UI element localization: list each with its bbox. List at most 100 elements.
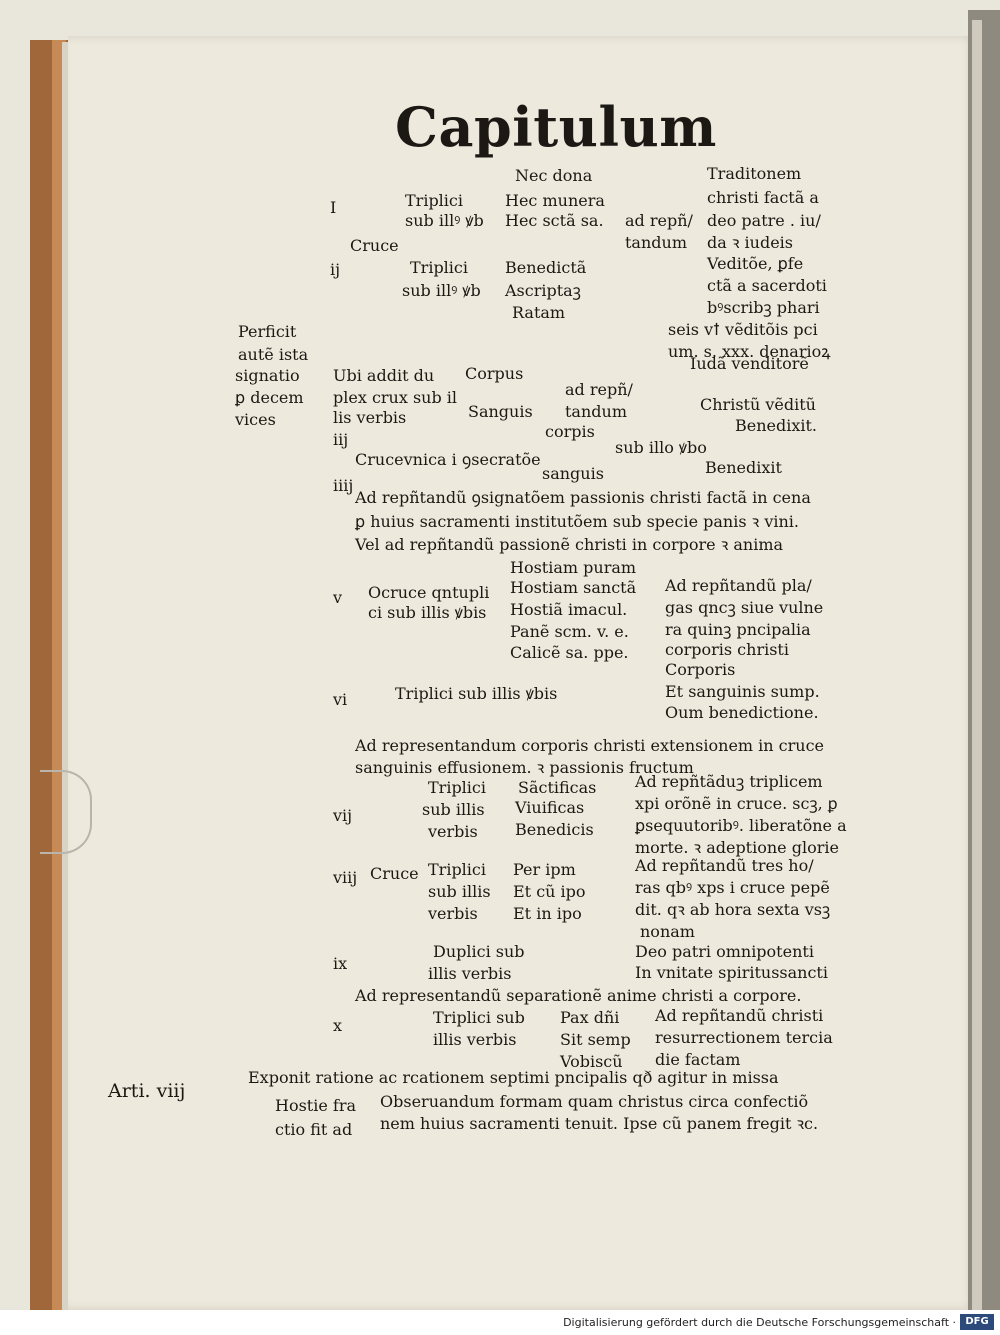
text-line: tandum <box>625 233 687 252</box>
text-line: ꝑsequutoribꝰ. liberatõne a <box>635 816 847 835</box>
text-line: ix <box>333 954 348 973</box>
text-line: nonam <box>640 922 695 941</box>
text-line: ꝑ decem <box>235 388 304 407</box>
text-line: ad repñ/ <box>625 211 693 230</box>
text-line: da ꝛ iudeis <box>707 233 793 252</box>
text-line: ꝑ huius sacramenti institutõem sub speci… <box>355 512 799 531</box>
text-line: Oum benedictione. <box>665 703 819 722</box>
text-line: Deo patri omnipotenti <box>635 942 814 961</box>
text-line: illis verbis <box>428 964 512 983</box>
text-line: Corporis <box>665 660 736 679</box>
text-line: Ocruce qntupli <box>368 583 490 602</box>
text-line: sub illis <box>422 800 485 819</box>
dfg-logo[interactable]: DFG <box>960 1314 994 1330</box>
text-line: plex crux sub il <box>333 388 458 407</box>
text-line: Sit semp <box>560 1030 631 1049</box>
text-line: vij <box>333 806 353 825</box>
text-line: Panẽ scm. v. e. <box>510 622 629 641</box>
text-line: Triplici <box>428 778 486 797</box>
text-line: Traditonem <box>707 164 802 183</box>
text-line: Pax dñi <box>560 1008 620 1027</box>
text-line: Hostie fra <box>275 1096 357 1115</box>
text-line: Et in ipo <box>513 904 582 923</box>
text-line: ad repñ/ <box>565 380 633 399</box>
text-line: deo patre . iu/ <box>707 211 821 230</box>
text-line: ras qbꝰ xps i cruce pepẽ <box>635 878 830 897</box>
text-line: sub illꝰ ꝟb <box>405 211 484 230</box>
text-line: Hostiam sanctã <box>510 578 637 597</box>
text-line: vices <box>235 410 276 429</box>
text-line: Obseruandum formam quam christus circa c… <box>380 1092 809 1111</box>
text-line: Hec munera <box>505 191 605 210</box>
text-line: Vobiscũ <box>560 1052 623 1071</box>
text-line: Ubi addit du <box>333 366 435 385</box>
text-line: Benedixit <box>705 458 782 477</box>
text-line: Ad repñtãduꝫ triplicem <box>635 772 823 791</box>
text-line: ci sub illis ꝟbis <box>368 603 487 622</box>
text-line: iiij <box>333 476 354 495</box>
text-line: tandum <box>565 402 627 421</box>
text-line: Hostiam puram <box>510 558 637 577</box>
text-line: Benedictã <box>505 258 587 277</box>
text-line: Nec dona <box>515 166 593 185</box>
text-line: I <box>330 198 337 217</box>
text-line: ctio fit ad <box>275 1120 353 1139</box>
text-line: Hostiã imacul. <box>510 600 628 619</box>
text-line: resurrectionem tercia <box>655 1028 833 1047</box>
text-line: Benedixit. <box>735 416 818 435</box>
text-line: Ad repñtandũ tres ho/ <box>635 856 814 875</box>
text-line: sanguinis effusionem. ꝛ passionis fructu… <box>355 758 694 777</box>
text-line: corpis <box>545 422 595 441</box>
text-line: lis verbis <box>333 408 407 427</box>
text-line: Exponit ratione ac rcationem septimi pnc… <box>248 1068 779 1087</box>
text-line: Duplici sub <box>433 942 525 961</box>
footer-bar: Digitalisierung gefördert durch die Deut… <box>0 1310 1000 1335</box>
text-line: die factam <box>655 1050 741 1069</box>
text-line: Per ipm <box>513 860 576 879</box>
text-line: Triplici <box>428 860 486 879</box>
text-line: christi factã a <box>707 188 819 207</box>
text-line: Ascriptaꝫ <box>505 281 581 300</box>
footer-credit: Digitalisierung gefördert durch die Deut… <box>563 1316 956 1329</box>
text-line: Ad representandũ separationẽ anime chris… <box>355 986 802 1005</box>
text-line: signatio <box>235 366 300 385</box>
text-line: Arti. viij <box>108 1080 186 1102</box>
text-line: ra quinꝫ pncipalia <box>665 620 811 639</box>
text-line: gas qncꝫ siue vulne <box>665 598 824 617</box>
text-line: Ad repñtandũ ꝯsignatõem passionis christ… <box>355 488 811 507</box>
text-line: Sãctificas <box>518 778 597 797</box>
text-line: v <box>333 588 343 607</box>
text-line: verbis <box>428 904 478 923</box>
text-line: bꝰscribꝫ phari <box>707 298 820 317</box>
text-line: corporis christi <box>665 640 789 659</box>
text-line: ctã a sacerdoti <box>707 276 827 295</box>
text-line: um. s. xxx. denarioꝝ <box>668 342 831 361</box>
text-line: Crucevnica i ꝯsecratõe <box>355 450 541 469</box>
text-line: verbis <box>428 822 478 841</box>
text-line: nem huius sacramenti tenuit. Ipse cũ pan… <box>380 1114 819 1133</box>
text-line: Ad representandum corporis christi exten… <box>355 736 825 755</box>
text-line: xpi orõnẽ in cruce. scꝫ, ꝑ <box>635 794 838 813</box>
text-line: Iudã venditorẽ <box>690 354 809 373</box>
text-line: Triplici <box>405 191 463 210</box>
text-line: Triplici sub <box>433 1008 525 1027</box>
text-line: Cruce <box>350 236 399 255</box>
text-line: sub illis <box>428 882 491 901</box>
text-line: Corpus <box>465 364 524 383</box>
text-line: sub illꝰ ꝟb <box>402 281 481 300</box>
text-line: x <box>333 1016 343 1035</box>
text-line: Hec sctã sa. <box>505 211 604 230</box>
text-line: Viuificas <box>515 798 585 817</box>
text-line: Benedicis <box>515 820 594 839</box>
text-line: Ad repñtandũ christi <box>655 1006 824 1025</box>
text-line: Calicẽ sa. ppe. <box>510 643 629 662</box>
text-line: Triplici <box>410 258 468 277</box>
page-title: Capitulum <box>395 95 717 159</box>
page-clip <box>40 770 92 854</box>
text-line: iij <box>333 430 349 449</box>
text-line: Christũ vẽditũ <box>700 395 816 414</box>
book-page <box>68 36 976 1310</box>
text-line: Veditõe, ꝑfe <box>707 254 804 273</box>
text-line: In vnitate spiritussancti <box>635 963 828 982</box>
